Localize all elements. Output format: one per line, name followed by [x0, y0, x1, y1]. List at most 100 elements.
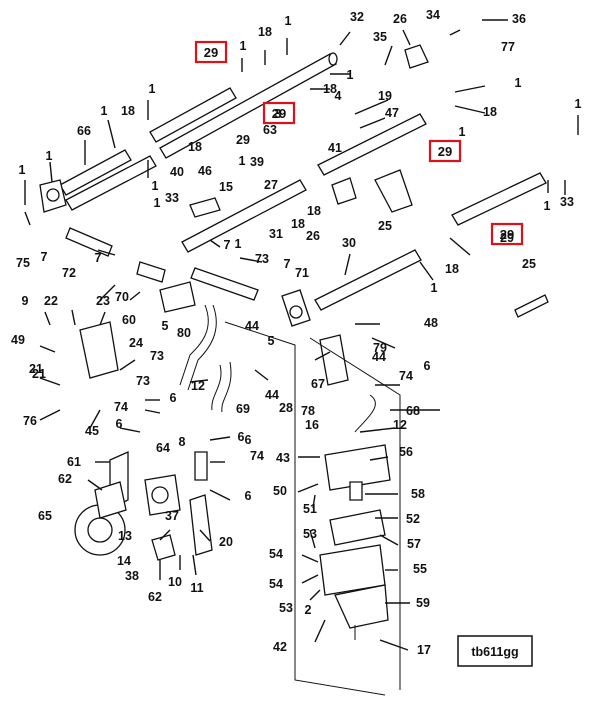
part-label: 12 [393, 418, 407, 432]
part-label: 69 [236, 402, 250, 416]
part-label: 49 [11, 333, 25, 347]
plate-57 [329, 509, 386, 546]
part-label: 26 [393, 12, 407, 26]
part-label: 38 [125, 569, 139, 583]
part-label: 73 [150, 349, 164, 363]
part-label: 3 [275, 107, 282, 121]
part-label: 73 [255, 252, 269, 266]
part-label: 23 [96, 294, 110, 308]
callout-29-center-label: 29 [272, 106, 286, 121]
part-label: 44 [265, 388, 279, 402]
part-label: 1 [19, 163, 26, 177]
manifold-66 [39, 179, 67, 213]
part-label: 1 [235, 237, 242, 251]
part-label: 1 [515, 76, 522, 90]
tube-69 [211, 361, 232, 413]
part-label: 7 [95, 251, 102, 265]
part-label: 61 [67, 455, 81, 469]
part-label: 63 [263, 123, 277, 137]
part-label: 5 [162, 319, 169, 333]
part-label: 17 [417, 643, 431, 657]
part-label: 19 [378, 89, 392, 103]
bracket-59 [334, 584, 389, 640]
part-label: 56 [399, 445, 413, 459]
part-label: 36 [512, 12, 526, 26]
drawing-reference: tb611gg [457, 635, 533, 667]
pipe-33-left [59, 149, 157, 211]
part-label: 37 [165, 509, 179, 523]
part-label: 72 [62, 266, 76, 280]
part-label: 44 [372, 350, 386, 364]
part-label: 39 [250, 155, 264, 169]
pipe-30 [314, 249, 422, 311]
part-label: 18 [121, 104, 135, 118]
part-label: 13 [118, 529, 132, 543]
part-label: 21 [29, 362, 43, 376]
part-label: 55 [413, 562, 427, 576]
wastegate-64 [144, 474, 181, 516]
callout-29-center: 29 [262, 101, 296, 125]
part-label: 5 [268, 334, 275, 348]
callout-29-right: 29 [428, 139, 462, 163]
part-label: 1 [154, 196, 161, 210]
part-label: 1 [46, 149, 53, 163]
part-label: 21 [32, 367, 46, 381]
part-label: 10 [168, 575, 182, 589]
part-label: 45 [85, 424, 99, 438]
part-label: 2 [305, 603, 312, 617]
part-label: 34 [426, 8, 440, 22]
part-label: 6 [238, 430, 245, 444]
bracket-26-middle [331, 177, 357, 205]
part-label: 54 [269, 547, 283, 561]
part-label: 20 [219, 535, 233, 549]
part-label: 1 [431, 281, 438, 295]
part-label: 15 [219, 180, 233, 194]
bracket-24 [79, 321, 119, 379]
hose-67-68 [319, 334, 376, 433]
callout-29-top: 29 [194, 40, 228, 64]
part-label: 26 [306, 229, 320, 243]
part-label: 57 [407, 537, 421, 551]
part-label: 14 [117, 554, 131, 568]
part-label: 65 [38, 509, 52, 523]
part-label: 1 [347, 68, 354, 82]
part-label: 7 [284, 257, 291, 271]
part-label: 1 [152, 179, 159, 193]
part-label: 44 [245, 319, 259, 333]
part-label: 54 [269, 577, 283, 591]
pipe-29-right [451, 172, 547, 226]
turbocharger-65 [74, 481, 127, 556]
part-label: 58 [411, 487, 425, 501]
part-label: 29 [236, 133, 250, 147]
pipe-20 [189, 494, 213, 556]
assembly-frame-lines [224, 321, 401, 696]
part-label: 33 [560, 195, 574, 209]
part-label: 73 [136, 374, 150, 388]
part-label: 1 [575, 97, 582, 111]
part-label: 41 [328, 141, 342, 155]
part-label: 1 [544, 199, 551, 213]
part-label: 12 [191, 379, 205, 393]
part-label: 18 [258, 25, 272, 39]
pipe-74-center [194, 451, 208, 481]
part-label: 29 [500, 231, 514, 245]
elbow-71 [281, 289, 311, 327]
part-label: 43 [276, 451, 290, 465]
part-label: 30 [342, 236, 356, 250]
part-label: 47 [385, 106, 399, 120]
part-label: 74 [250, 449, 264, 463]
part-label: 4 [335, 89, 342, 103]
bracket-27 [374, 169, 413, 213]
bracket-25-right [514, 294, 549, 318]
flange-62 [151, 534, 176, 561]
actuator-58 [349, 481, 363, 501]
part-label: 28 [279, 401, 293, 415]
part-label: 31 [269, 227, 283, 241]
part-label: 1 [285, 14, 292, 28]
tube-80 [179, 304, 217, 391]
pipe-29-upper [149, 52, 338, 159]
part-label: 80 [177, 326, 191, 340]
part-label: 18 [483, 105, 497, 119]
pipe-73 [190, 267, 259, 301]
